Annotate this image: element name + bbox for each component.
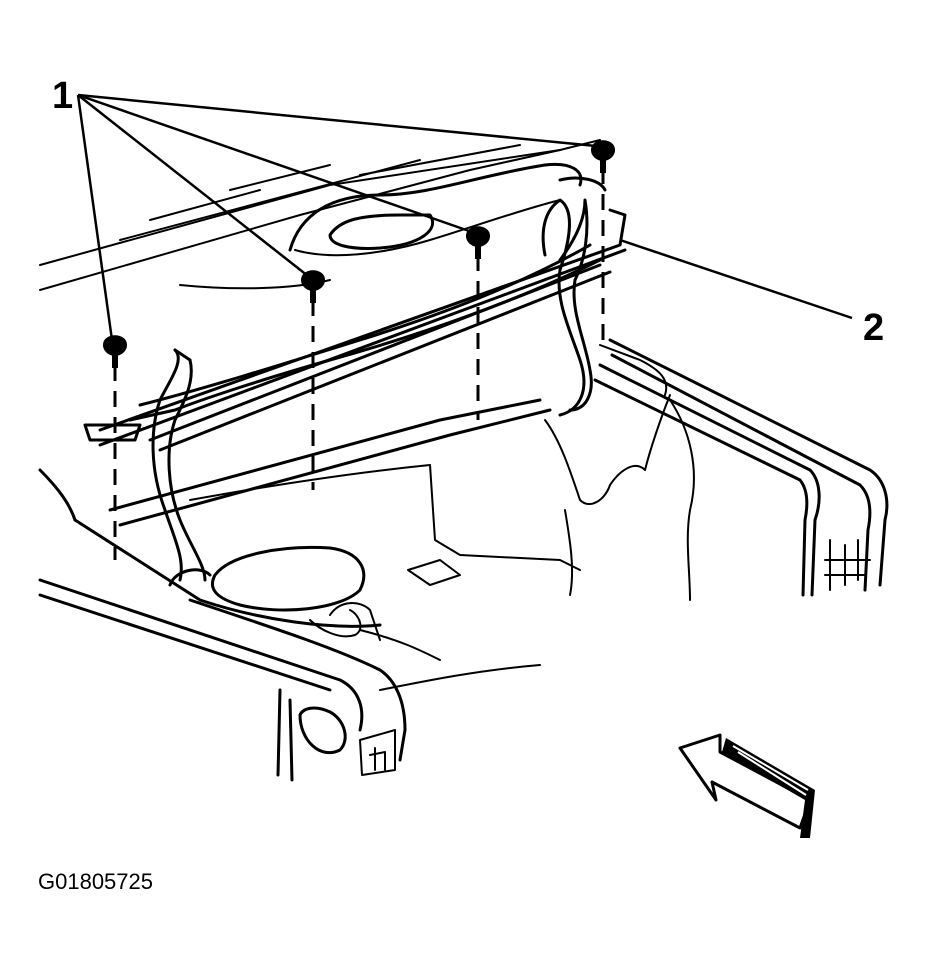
retainer-2: [301, 270, 325, 303]
weatherstrip: [108, 263, 889, 597]
trunk-hinge-straps: [151, 198, 593, 587]
callout-leaders: [76, 93, 853, 341]
figure-id: G01805725: [38, 869, 153, 894]
rear-deck-surfaces: [39, 139, 601, 291]
fastener-install-guides: [113, 168, 605, 560]
callout-1: 1: [52, 75, 73, 117]
retainer-4: [591, 140, 615, 173]
view-direction-arrow-icon: [678, 733, 815, 838]
rear-quarter-panel: [38, 578, 541, 782]
trunk-interior: [38, 394, 695, 641]
retainer-1: [103, 335, 127, 368]
callout-2: 2: [863, 307, 884, 349]
